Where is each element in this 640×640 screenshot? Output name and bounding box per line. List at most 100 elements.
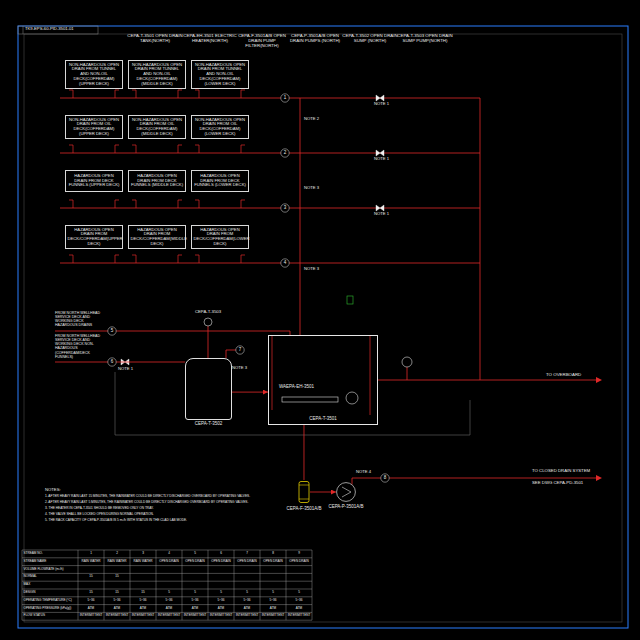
- table-cell: 5~36: [104, 599, 130, 603]
- equipment-header: CEPA-EH-3501 ELECTRIC HEATER(NORTH): [181, 33, 239, 43]
- equipment-header: CEPA-T-3502 OPEN DRAIN SUMP (NORTH): [341, 33, 399, 43]
- table-cell: 5: [260, 591, 286, 595]
- table-cell: ATM: [156, 607, 182, 611]
- table-cell: OPEN DRAIN: [182, 560, 208, 564]
- source-text: NON-HAZARDOUS OPEN DRAIN FROM TUNNEL AND…: [68, 63, 121, 87]
- dip-pipe: [272, 336, 370, 415]
- table-cell: 15: [78, 575, 104, 579]
- table-cell: 5: [156, 591, 182, 595]
- source-box: HAZARDOUS OPEN DRAIN FROM DECK FUNNELS (…: [65, 170, 123, 192]
- table-cell: OPEN DRAIN: [208, 560, 234, 564]
- table-cell: INTERMITTENT: [78, 614, 104, 618]
- process-line: [310, 492, 336, 493]
- destination-label: TO OVERBOARD: [546, 372, 606, 377]
- process-line: [232, 392, 268, 393]
- tag-label: CEPA-T-3502: [195, 421, 222, 426]
- tag-label: CEPA-P-3501A/B: [328, 504, 363, 509]
- table-cell: ATM: [234, 607, 260, 611]
- note-ref: NOTE 3: [232, 366, 256, 371]
- table-cell: RAIN WATER: [104, 560, 130, 564]
- tag-label: CEPA-F-3501A/B: [287, 506, 322, 511]
- table-cell: 3: [130, 552, 156, 556]
- source-text: NON-HAZARDOUS OPEN DRAIN FROM OIL DECK(C…: [68, 118, 121, 137]
- sheet-border: [18, 26, 628, 628]
- instrument-bubble: [402, 357, 412, 367]
- equipment-header: CEPA-T-3503 OPEN DRAIN SUMP PUMP(NORTH): [396, 33, 454, 43]
- table-grid: [22, 550, 312, 620]
- callout-number: 5: [107, 328, 117, 333]
- source-text: NON-HAZARDOUS OPEN DRAIN FROM OIL DECK(C…: [194, 118, 247, 137]
- table-cell: ATM: [286, 607, 312, 611]
- pump-symbol: CEPA-P-3501A/B: [336, 482, 356, 502]
- equipment-header: CEPA-T-3501 OPEN DRAIN TANK(NORTH): [126, 33, 184, 43]
- note-ref: NOTE 3: [304, 267, 328, 272]
- table-cell: VOLUME FLOWRATE (m³/h): [24, 568, 78, 572]
- source-box: HAZARDOUS OPEN DRAIN FROM DECK FUNNELS (…: [191, 170, 249, 192]
- tag-label: WAEPA-EH-3501: [279, 384, 314, 389]
- note-ref: NOTE 4: [356, 470, 380, 475]
- heater-symbol: [282, 397, 338, 402]
- table-cell: 15: [104, 575, 130, 579]
- source-box: HAZARDOUS OPEN DRAIN FROM DECK/COFFERDAM…: [65, 225, 123, 249]
- table-cell: INTERMITTENT: [234, 614, 260, 618]
- callout-number: 4: [280, 260, 290, 265]
- table-cell: ATM: [104, 607, 130, 611]
- utility-line: [115, 372, 470, 435]
- drain-header: [60, 98, 480, 380]
- table-cell: 15: [104, 591, 130, 595]
- valve-symbol: [121, 95, 384, 365]
- instrument-bubble: [204, 318, 212, 326]
- table-cell: 5~36: [260, 599, 286, 603]
- table-cell: 4: [156, 552, 182, 556]
- table-cell: ATM: [78, 607, 104, 611]
- table-cell: OPEN DRAIN: [286, 560, 312, 564]
- source-box: NON-HAZARDOUS OPEN DRAIN FROM TUNNEL AND…: [191, 60, 249, 89]
- table-cell: OPERATING PRESSURE (kPa(g)): [24, 607, 78, 611]
- source-label: FROM NORTH WELLHEAD SERVICE DECK AND WOR…: [55, 334, 107, 359]
- table-cell: 5: [182, 552, 208, 556]
- flow-arrow: [596, 475, 602, 481]
- title-strip: [18, 26, 98, 34]
- table-cell: OPEN DRAIN: [156, 560, 182, 564]
- process-line: [303, 425, 304, 480]
- note-text: 1. AFTER HEAVY RAIN LAST 15 MINUTES, THE…: [45, 495, 285, 499]
- source-text: NON-HAZARDOUS OPEN DRAIN FROM OIL DECK(C…: [131, 118, 184, 137]
- drawing-reference: SEE DWG CEPA-PD-3501: [532, 481, 602, 486]
- callout-number: 3: [280, 205, 290, 210]
- table-cell: 5: [234, 591, 260, 595]
- tag-label: CEPA-T-3501: [269, 416, 377, 421]
- table-cell: OPERATING TEMPERATURE (°C): [24, 599, 78, 603]
- source-text: HAZARDOUS OPEN DRAIN FROM DECK FUNNELS (…: [194, 174, 247, 188]
- table-cell: ATM: [130, 607, 156, 611]
- equipment-header: CEPA-P-3501A/B OPEN DRAIN PUMPS (NORTH): [286, 33, 344, 43]
- level-instrument: [346, 392, 358, 404]
- table-cell: 15: [78, 591, 104, 595]
- source-text: HAZARDOUS OPEN DRAIN FROM DECK FUNNELS (…: [131, 174, 184, 188]
- source-text: HAZARDOUS OPEN DRAIN FROM DECK/COFFERDAM…: [131, 228, 184, 247]
- note-text: 3. THE HEATER IN CEPA-T-3501 SHOULD BE R…: [45, 507, 285, 511]
- table-cell: ATM: [260, 607, 286, 611]
- note-ref: NOTE 1: [374, 212, 398, 217]
- table-cell: 5: [182, 591, 208, 595]
- table-cell: 5~36: [78, 599, 104, 603]
- note-ref: NOTE 3: [304, 186, 328, 191]
- source-label: FROM NORTH WELLHEAD SERVICE DECK AND WOR…: [55, 311, 107, 328]
- tie-in-mark: [347, 296, 353, 304]
- table-cell: INTERMITTENT: [156, 614, 182, 618]
- table-cell: 5~36: [156, 599, 182, 603]
- source-text: NON-HAZARDOUS OPEN DRAIN FROM TUNNEL AND…: [194, 63, 247, 87]
- source-box: NON-HAZARDOUS OPEN DRAIN FROM TUNNEL AND…: [128, 60, 186, 89]
- table-cell: RAIN WATER: [78, 560, 104, 564]
- table-cell: INTERMITTENT: [208, 614, 234, 618]
- funnel-leg: [69, 145, 245, 153]
- table-cell: RAIN WATER: [130, 560, 156, 564]
- callout-number: 1: [280, 95, 290, 100]
- callout-number: 2: [280, 150, 290, 155]
- table-cell: 1: [78, 552, 104, 556]
- process-line: [55, 326, 596, 485]
- destination-label: TO CLOSED DRAIN SYSTEM: [532, 469, 602, 474]
- funnel-leg: [69, 90, 245, 98]
- table-cell: 5: [208, 591, 234, 595]
